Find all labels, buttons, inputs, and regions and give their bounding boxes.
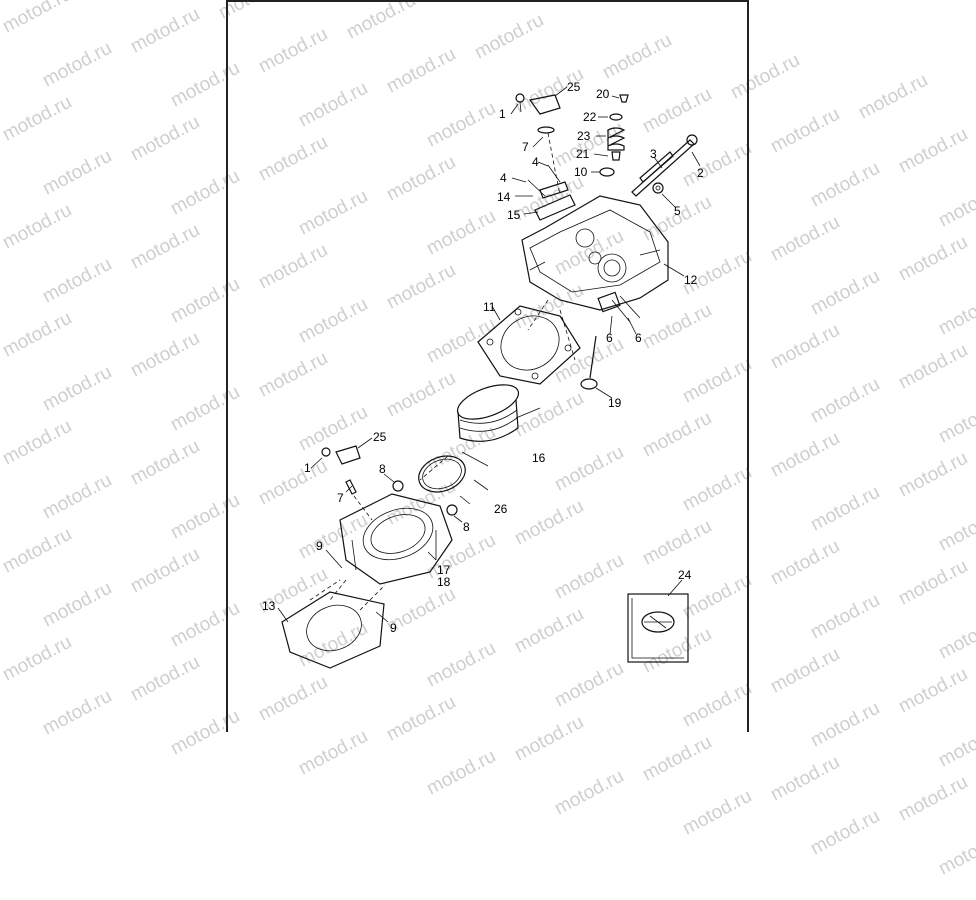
base-gasket bbox=[281, 579, 386, 669]
callout-13: 13 bbox=[262, 599, 276, 613]
watermark-text: motod.ru bbox=[807, 805, 884, 860]
callout-25: 25 bbox=[567, 80, 581, 94]
diagram-frame bbox=[226, 0, 749, 732]
callout-6: 6 bbox=[606, 331, 613, 345]
callout-8: 8 bbox=[379, 462, 386, 476]
callout-7: 7 bbox=[522, 140, 529, 154]
callout-9: 9 bbox=[390, 621, 397, 635]
rocker-parts bbox=[515, 93, 576, 221]
callout-4: 4 bbox=[532, 155, 539, 169]
head-gasket bbox=[477, 305, 581, 385]
callout-15: 15 bbox=[507, 208, 521, 222]
watermark-text: motod.ru bbox=[767, 751, 844, 806]
callout-4: 4 bbox=[500, 171, 507, 185]
piston-rings bbox=[418, 455, 489, 505]
exploded-parts-diagram: 1 25 20 22 23 21 10 7 4 4 14 15 3 2 5 12… bbox=[262, 80, 704, 669]
watermark-text: motod.ru bbox=[895, 771, 972, 826]
callout-1: 1 bbox=[304, 461, 311, 475]
callout-21: 21 bbox=[576, 147, 590, 161]
cylinder-head bbox=[521, 195, 669, 323]
callout-11: 11 bbox=[483, 300, 496, 314]
piston bbox=[456, 384, 541, 467]
assembly-axes bbox=[329, 299, 576, 601]
callout-25: 25 bbox=[373, 430, 387, 444]
callout-labels: 1 25 20 22 23 21 10 7 4 4 14 15 3 2 5 12… bbox=[262, 80, 704, 635]
callout-18: 18 bbox=[437, 575, 451, 589]
watermark-text: motod.ru bbox=[551, 765, 628, 820]
cylinder bbox=[339, 480, 458, 585]
valve-spring-parts bbox=[599, 94, 698, 197]
callout-5: 5 bbox=[674, 204, 681, 218]
callout-6: 6 bbox=[635, 331, 642, 345]
watermark-text: motod.ru bbox=[679, 785, 756, 840]
callout-1: 1 bbox=[499, 107, 506, 121]
callout-23: 23 bbox=[577, 129, 591, 143]
callout-19: 19 bbox=[608, 396, 622, 410]
callout-8: 8 bbox=[463, 520, 470, 534]
callout-7: 7 bbox=[337, 491, 344, 505]
valve-19 bbox=[580, 335, 598, 390]
callout-22: 22 bbox=[583, 110, 597, 124]
callout-14: 14 bbox=[497, 190, 511, 204]
callout-12: 12 bbox=[684, 273, 698, 287]
callout-2: 2 bbox=[697, 166, 704, 180]
watermark-text: motod.ru bbox=[295, 725, 372, 780]
watermark-text: motod.ru bbox=[639, 731, 716, 786]
watermark-text: motod.ru bbox=[423, 745, 500, 800]
callout-24: 24 bbox=[678, 568, 692, 582]
leader-lines bbox=[277, 86, 701, 623]
callout-20: 20 bbox=[596, 87, 610, 101]
lower-fittings bbox=[321, 445, 373, 521]
callout-3: 3 bbox=[650, 147, 657, 161]
callout-9: 9 bbox=[316, 539, 323, 553]
callout-26: 26 bbox=[494, 502, 508, 516]
callout-16: 16 bbox=[532, 451, 546, 465]
callout-10: 10 bbox=[574, 165, 588, 179]
service-manual-24 bbox=[627, 593, 689, 663]
callout-17: 17 bbox=[437, 563, 451, 577]
watermark-text: motod.ru bbox=[935, 825, 976, 880]
